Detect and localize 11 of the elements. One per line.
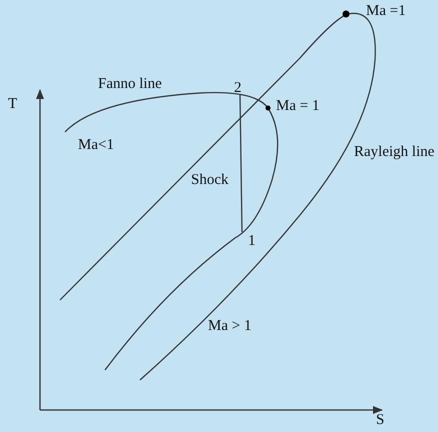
mach-number-label: Ma = 1 xyxy=(276,98,320,115)
state-number: 1 xyxy=(248,233,256,250)
mach-number-label: Ma > 1 xyxy=(208,318,252,335)
mach-number-label: Ma =1 xyxy=(366,3,406,20)
curve-label: Rayleigh line xyxy=(354,144,434,161)
state-number: 2 xyxy=(234,80,242,97)
axis-label: S xyxy=(376,412,384,429)
mach-number-label: Ma<1 xyxy=(78,137,114,154)
curve-label: Fanno line xyxy=(98,76,162,93)
shock-label: Shock xyxy=(191,172,228,189)
axis-label: T xyxy=(8,96,18,113)
